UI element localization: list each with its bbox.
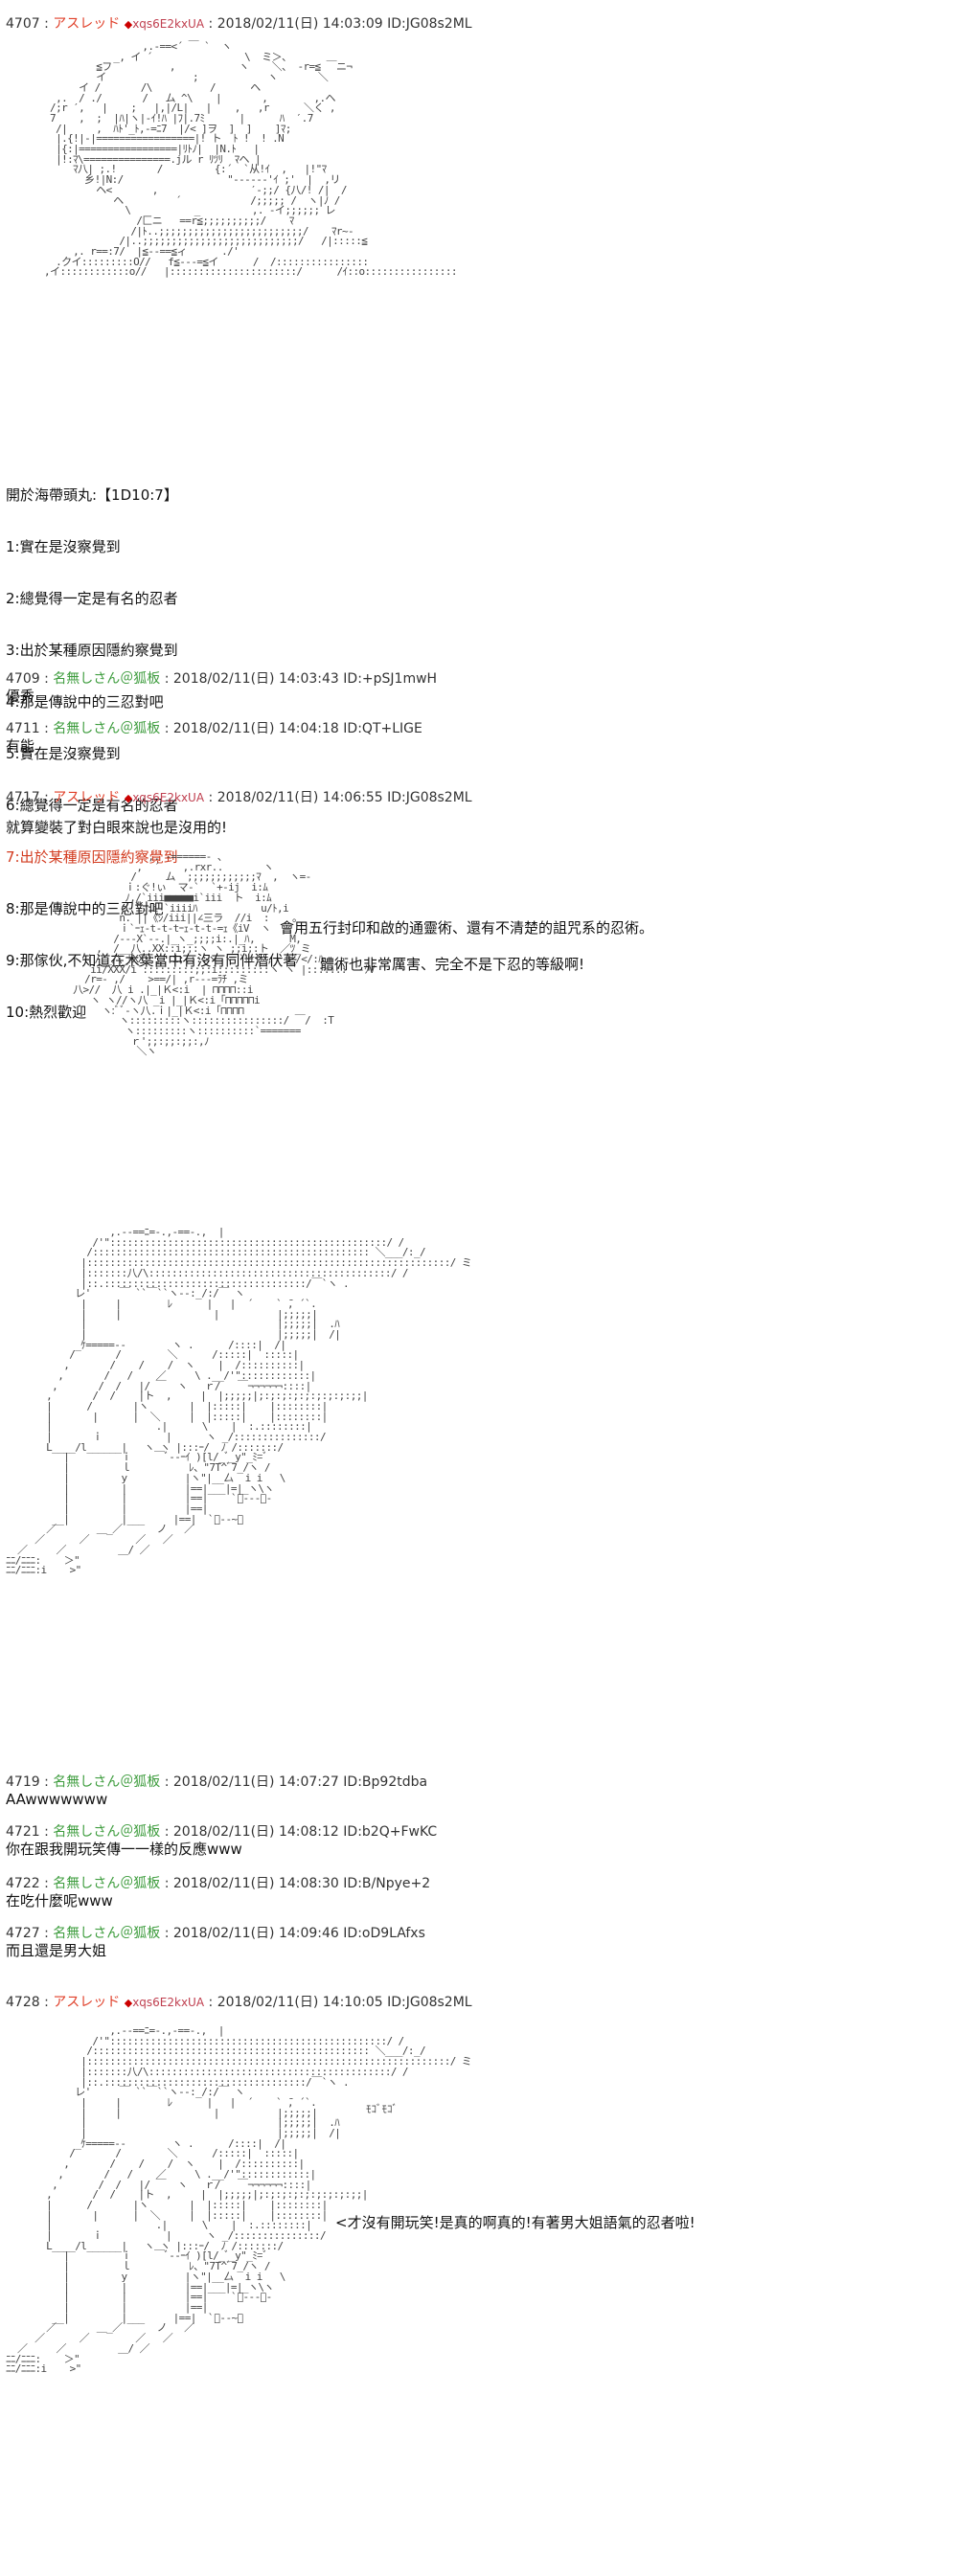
post-body: 就算變裝了對白眼來說也是沒用的! (6, 819, 228, 836)
poster-id[interactable]: ID:JG08s2ML (387, 790, 472, 805)
poster-name: アスレッド (53, 1995, 121, 2010)
poster-id[interactable]: ID:JG08s2ML (387, 1995, 472, 2010)
poster-name: 名無しさん＠狐板 (53, 721, 161, 736)
list-item: 2:總覺得一定是有名的忍者 (6, 590, 178, 607)
sound-effect-text: ﾓｺﾞﾓｺﾞ (366, 2103, 398, 2115)
post-date: 2018/02/11(日) 14:09:46 (172, 1926, 339, 1941)
post-header: 4721 : 名無しさん＠狐板 : 2018/02/11(日) 14:08:12… (6, 1824, 438, 1840)
post: 4721 : 名無しさん＠狐板 : 2018/02/11(日) 14:08:12… (6, 1823, 945, 1858)
list-item: 9:那傢伙,不知道在木葉當中有沒有同伴潛伏著 (6, 952, 298, 969)
post-date: 2018/02/11(日) 14:03:09 (217, 16, 383, 32)
tripcode: xqs6E2kxUA (132, 1996, 205, 2009)
post-date: 2018/02/11(日) 14:06:55 (217, 790, 383, 805)
post-number[interactable]: 4717 (6, 790, 40, 805)
post-header: 4728 : アスレッド ◆xqs6E2kxUA : 2018/02/11(日)… (6, 1995, 472, 2010)
post-header: 4719 : 名無しさん＠狐板 : 2018/02/11(日) 14:07:27… (6, 1774, 428, 1790)
ascii-art-character: ,.-==<´ ￣ ` ヽ _, イ ´ \ ミ＞、 ≦フ , ヽ ＼、 ‐r=… (44, 40, 457, 279)
post-number[interactable]: 4709 (6, 671, 40, 687)
poster-id[interactable]: ID:QT+LIGE (343, 721, 422, 736)
poster-id[interactable]: ID:+pSJ1mwH (343, 671, 438, 687)
post-header: 4727 : 名無しさん＠狐板 : 2018/02/11(日) 14:09:46… (6, 1926, 425, 1941)
list-item: 6:總覺得一定是有名的忍者 (6, 797, 178, 814)
list-item: 10:熱烈歡迎 (6, 1004, 87, 1021)
speech-text: 體術也非常厲害、完全不是下忍的等級啊! (320, 956, 585, 973)
post-date: 2018/02/11(日) 14:08:30 (172, 1876, 339, 1891)
list-item-highlighted: 7:出於某種原因隱約察覺到 (6, 848, 178, 866)
dice-result-list: 開於海帶頭丸:【1D10:7】 1:實在是沒察覺到 2:總覺得一定是有名的忍者 … (6, 452, 297, 1055)
post-body: 有能 (6, 737, 35, 755)
post-header: 4722 : 名無しさん＠狐板 : 2018/02/11(日) 14:08:30… (6, 1876, 431, 1891)
post-number[interactable]: 4721 (6, 1824, 40, 1840)
trip-diamond-icon: ◆ (124, 792, 133, 804)
poster-name: 名無しさん＠狐板 (53, 1876, 161, 1891)
post-number[interactable]: 4707 (6, 16, 40, 32)
post-body: AAwwwwwww (6, 1791, 108, 1808)
poster-name: 名無しさん＠狐板 (53, 1926, 161, 1941)
poster-id[interactable]: ID:b2Q+FwKC (343, 1824, 438, 1840)
post: 4719 : 名無しさん＠狐板 : 2018/02/11(日) 14:07:27… (6, 1774, 945, 1808)
ascii-art-character: ,.--==ﾆ=-.,-==-., | /'":::::::::::::::::… (6, 2024, 472, 2376)
poster-name: 名無しさん＠狐板 (53, 1824, 161, 1840)
post: 4727 : 名無しさん＠狐板 : 2018/02/11(日) 14:09:46… (6, 1925, 945, 1959)
list-item: 3:出於某種原因隱約察覺到 (6, 642, 178, 659)
trip-diamond-icon: ◆ (124, 18, 133, 31)
post-date: 2018/02/11(日) 14:03:43 (172, 671, 339, 687)
tripcode: xqs6E2kxUA (132, 791, 205, 804)
post-body: 你在跟我開玩笑傳一一樣的反應www (6, 1841, 242, 1858)
post-date: 2018/02/11(日) 14:07:27 (172, 1774, 339, 1790)
post-header: 4709 : 名無しさん＠狐板 : 2018/02/11(日) 14:03:43… (6, 671, 438, 687)
list-item: 開於海帶頭丸:【1D10:7】 (6, 486, 178, 504)
poster-id[interactable]: ID:oD9LAfxs (343, 1926, 425, 1941)
post-number[interactable]: 4711 (6, 721, 40, 736)
speech-text: <才沒有開玩笑!是真的啊真的!有著男大姐語氣的忍者啦! (335, 2214, 696, 2231)
post-body: 優秀 (6, 688, 35, 705)
ascii-art-character: ,. -======- 、 , ´ ,.rxr.. ヽ / ム ;;;;;;;;… (73, 850, 375, 1058)
poster-id[interactable]: ID:Bp92tdba (343, 1774, 428, 1790)
list-item: 5:實在是沒察覺到 (6, 745, 121, 762)
post-number[interactable]: 4722 (6, 1876, 40, 1891)
post-header: 4711 : 名無しさん＠狐板 : 2018/02/11(日) 14:04:18… (6, 721, 422, 736)
poster-id[interactable]: ID:B/Npye+2 (343, 1876, 431, 1891)
post: 4728 : アスレッド ◆xqs6E2kxUA : 2018/02/11(日)… (6, 1994, 945, 2374)
post-number[interactable]: 4727 (6, 1926, 40, 1941)
ascii-art-character: ,.--==ﾆ=-.,-==-., | /'":::::::::::::::::… (6, 1226, 472, 1577)
post: 4709 : 名無しさん＠狐板 : 2018/02/11(日) 14:03:43… (6, 670, 945, 705)
poster-name: 名無しさん＠狐板 (53, 1774, 161, 1790)
poster-name: アスレッド (53, 790, 121, 805)
post: 4717 : アスレッド ◆xqs6E2kxUA : 2018/02/11(日)… (6, 789, 945, 1575)
post-number[interactable]: 4728 (6, 1995, 40, 2010)
list-item: 8:那是傳說中的三忍對吧 (6, 900, 164, 917)
tripcode: xqs6E2kxUA (132, 17, 205, 31)
poster-name: アスレッド (53, 16, 121, 32)
post-number[interactable]: 4719 (6, 1774, 40, 1790)
list-item: 1:實在是沒察覺到 (6, 538, 121, 555)
post-date: 2018/02/11(日) 14:08:12 (172, 1824, 339, 1840)
post-header: 4717 : アスレッド ◆xqs6E2kxUA : 2018/02/11(日)… (6, 790, 472, 805)
post-header: 4707 : アスレッド ◆xqs6E2kxUA : 2018/02/11(日)… (6, 16, 472, 32)
post-date: 2018/02/11(日) 14:04:18 (172, 721, 339, 736)
post: 4722 : 名無しさん＠狐板 : 2018/02/11(日) 14:08:30… (6, 1875, 945, 1909)
post: 4707 : アスレッド ◆xqs6E2kxUA : 2018/02/11(日)… (6, 15, 945, 1021)
list-item: 4:那是傳說中的三忍對吧 (6, 693, 164, 711)
post-body: 在吃什麼呢www (6, 1892, 113, 1909)
post-date: 2018/02/11(日) 14:10:05 (217, 1995, 383, 2010)
post: 4711 : 名無しさん＠狐板 : 2018/02/11(日) 14:04:18… (6, 720, 945, 755)
poster-id[interactable]: ID:JG08s2ML (387, 16, 472, 32)
speech-text: 會用五行封印和啟的通靈術、還有不清楚的詛咒系的忍術。 (280, 919, 654, 937)
post-body: 而且還是男大姐 (6, 1942, 107, 1959)
poster-name: 名無しさん＠狐板 (53, 671, 161, 687)
trip-diamond-icon: ◆ (124, 1997, 133, 2009)
